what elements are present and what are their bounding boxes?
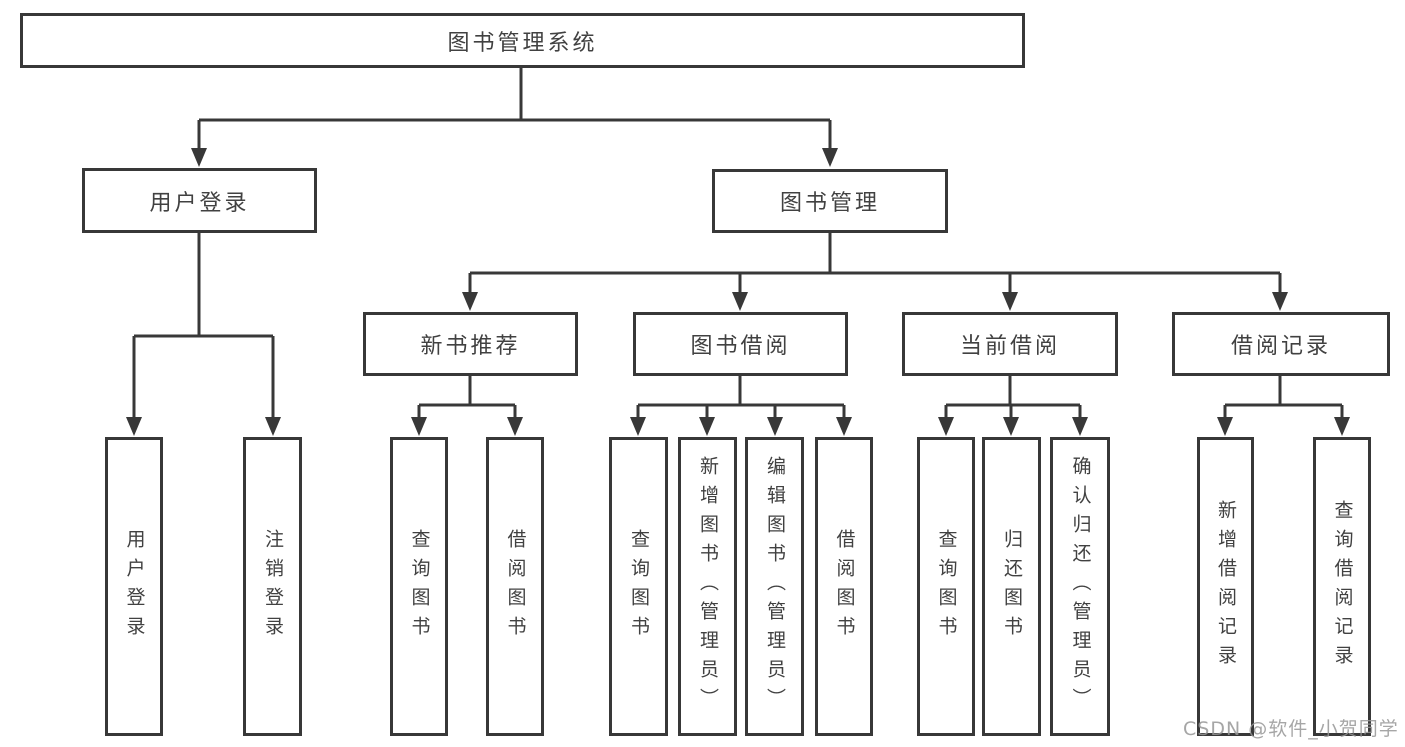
leaf-confirm-return-admin: 确认归还（管理员）	[1050, 437, 1110, 736]
node-current-borrow-label: 当前借阅	[959, 334, 1060, 359]
node-book-borrow-label: 图书借阅	[690, 334, 791, 359]
leaf-add-borrow-record: 新增借阅记录	[1197, 437, 1254, 736]
node-user-login: 用户登录	[82, 168, 317, 233]
node-book-management-label: 图书管理	[779, 191, 880, 216]
csdn-watermark: CSDN @软件_小贺同学	[1183, 718, 1399, 740]
leaf-user-login: 用户登录	[105, 437, 163, 736]
node-current-borrow: 当前借阅	[902, 312, 1118, 376]
node-new-book-recommend-label: 新书推荐	[420, 334, 521, 359]
leaf-borrow-books: 借阅图书	[815, 437, 873, 736]
node-user-login-label: 用户登录	[149, 190, 250, 216]
leaf-query-books-current: 查询图书	[917, 437, 975, 736]
leaf-add-book-admin-label: 新增图书（管理员）	[697, 456, 719, 717]
leaf-return-book-label: 归还图书	[1001, 528, 1023, 645]
node-borrow-records: 借阅记录	[1172, 312, 1390, 376]
leaf-query-books-borrow-label: 查询图书	[628, 528, 650, 645]
leaf-query-books-current-label: 查询图书	[935, 528, 958, 645]
leaf-add-borrow-record-label: 新增借阅记录	[1215, 499, 1237, 674]
leaf-confirm-return-admin-label: 确认归还（管理员）	[1069, 456, 1092, 717]
node-new-book-recommend: 新书推荐	[363, 312, 578, 376]
leaf-edit-book-admin: 编辑图书（管理员）	[745, 437, 804, 736]
node-book-borrow: 图书借阅	[633, 312, 848, 376]
leaf-query-books-recommend: 查询图书	[390, 437, 448, 736]
leaf-query-borrow-record-label: 查询借阅记录	[1331, 499, 1354, 674]
leaf-logout-label: 注销登录	[262, 528, 284, 645]
leaf-query-books-recommend-label: 查询图书	[408, 528, 431, 645]
leaf-logout: 注销登录	[243, 437, 302, 736]
node-root-system-label: 图书管理系统	[447, 30, 598, 56]
leaf-borrow-books-label: 借阅图书	[833, 528, 856, 645]
leaf-return-book: 归还图书	[982, 437, 1041, 736]
leaf-query-books-borrow: 查询图书	[609, 437, 668, 736]
leaf-borrow-books-recommend: 借阅图书	[486, 437, 544, 736]
leaf-edit-book-admin-label: 编辑图书（管理员）	[764, 456, 786, 717]
leaf-query-borrow-record: 查询借阅记录	[1313, 437, 1371, 736]
leaf-borrow-books-recommend-label: 借阅图书	[504, 528, 527, 645]
leaf-add-book-admin: 新增图书（管理员）	[678, 437, 737, 736]
node-root-system: 图书管理系统	[20, 13, 1025, 68]
node-borrow-records-label: 借阅记录	[1230, 334, 1331, 359]
leaf-user-login-label: 用户登录	[123, 528, 146, 645]
node-book-management: 图书管理	[712, 169, 948, 233]
